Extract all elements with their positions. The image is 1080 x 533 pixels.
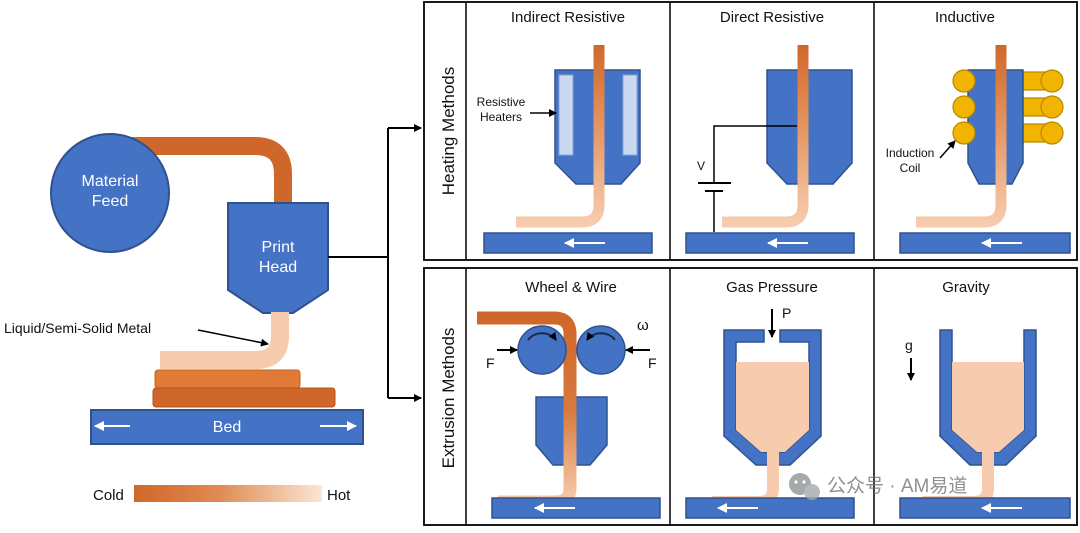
feed-tube (110, 137, 292, 205)
temperature-scale-bar (134, 485, 322, 502)
force-label-left: F (486, 355, 495, 371)
scale-cold-label: Cold (93, 487, 124, 504)
resistive-heater-right (622, 74, 638, 156)
extrusion-methods-box: Extrusion Methods Wheel & Wire F F ω Gas… (423, 267, 1078, 526)
resistive-heater-left (558, 74, 574, 156)
watermark: 公众号 · AM易道 (789, 473, 967, 500)
voltage-label: V (697, 159, 705, 173)
feedstock-wire (722, 45, 809, 228)
nozzle-body (766, 69, 853, 185)
heating-methods-box: Heating Methods Indirect Resistive Resis… (423, 1, 1078, 261)
liquid-metal-arrow (197, 329, 269, 347)
rotation-arrow-right (586, 331, 616, 341)
molten-metal (952, 362, 1024, 452)
induction-coil-front (952, 69, 1064, 145)
panel-wheel-wire: Wheel & Wire F F ω (477, 279, 661, 519)
induction-coil-arrow (939, 140, 956, 159)
molten-metal (736, 362, 809, 452)
feedstock-wire (516, 45, 605, 228)
bed-label: Bed (213, 419, 241, 436)
deposited-layer-top (154, 369, 301, 389)
watermark-text: 公众号 · AM易道 (827, 475, 967, 497)
bed (90, 409, 364, 445)
omega-label: ω (637, 317, 649, 334)
material-feed-spool (50, 133, 170, 253)
panel-title-indirect-resistive: Indirect Resistive (511, 9, 625, 26)
section-connectors (328, 124, 422, 402)
build-plate (491, 497, 661, 519)
print-head (227, 202, 329, 314)
panel-gas-pressure: Gas Pressure P (685, 279, 855, 519)
panel-title-direct-resistive: Direct Resistive (720, 9, 824, 26)
extrusion-methods-title: Extrusion Methods (439, 328, 458, 469)
panel-gravity: Gravity g (899, 279, 1071, 519)
panel-direct-resistive: Direct Resistive V (685, 9, 855, 254)
panel-title-gravity: Gravity (942, 279, 990, 296)
force-label-right: F (648, 355, 657, 371)
gravity-label: g (905, 337, 913, 353)
feedstock-wire (916, 45, 1007, 228)
rotation-arrow-left (527, 331, 557, 341)
deposited-layer-bottom (152, 387, 336, 408)
heating-methods-title: Heating Methods (439, 67, 458, 196)
panel-title-wheel-wire: Wheel & Wire (525, 279, 617, 296)
panel-title-gas-pressure: Gas Pressure (726, 279, 818, 296)
liquid-metal-stream (160, 312, 289, 369)
liquid-metal-label: Liquid/Semi-Solid Metal (4, 320, 151, 336)
panel-title-inductive: Inductive (935, 9, 995, 26)
build-plate (685, 497, 855, 519)
scale-hot-label: Hot (327, 487, 351, 504)
circuit-wire (713, 125, 797, 183)
pressure-label: P (782, 305, 791, 321)
